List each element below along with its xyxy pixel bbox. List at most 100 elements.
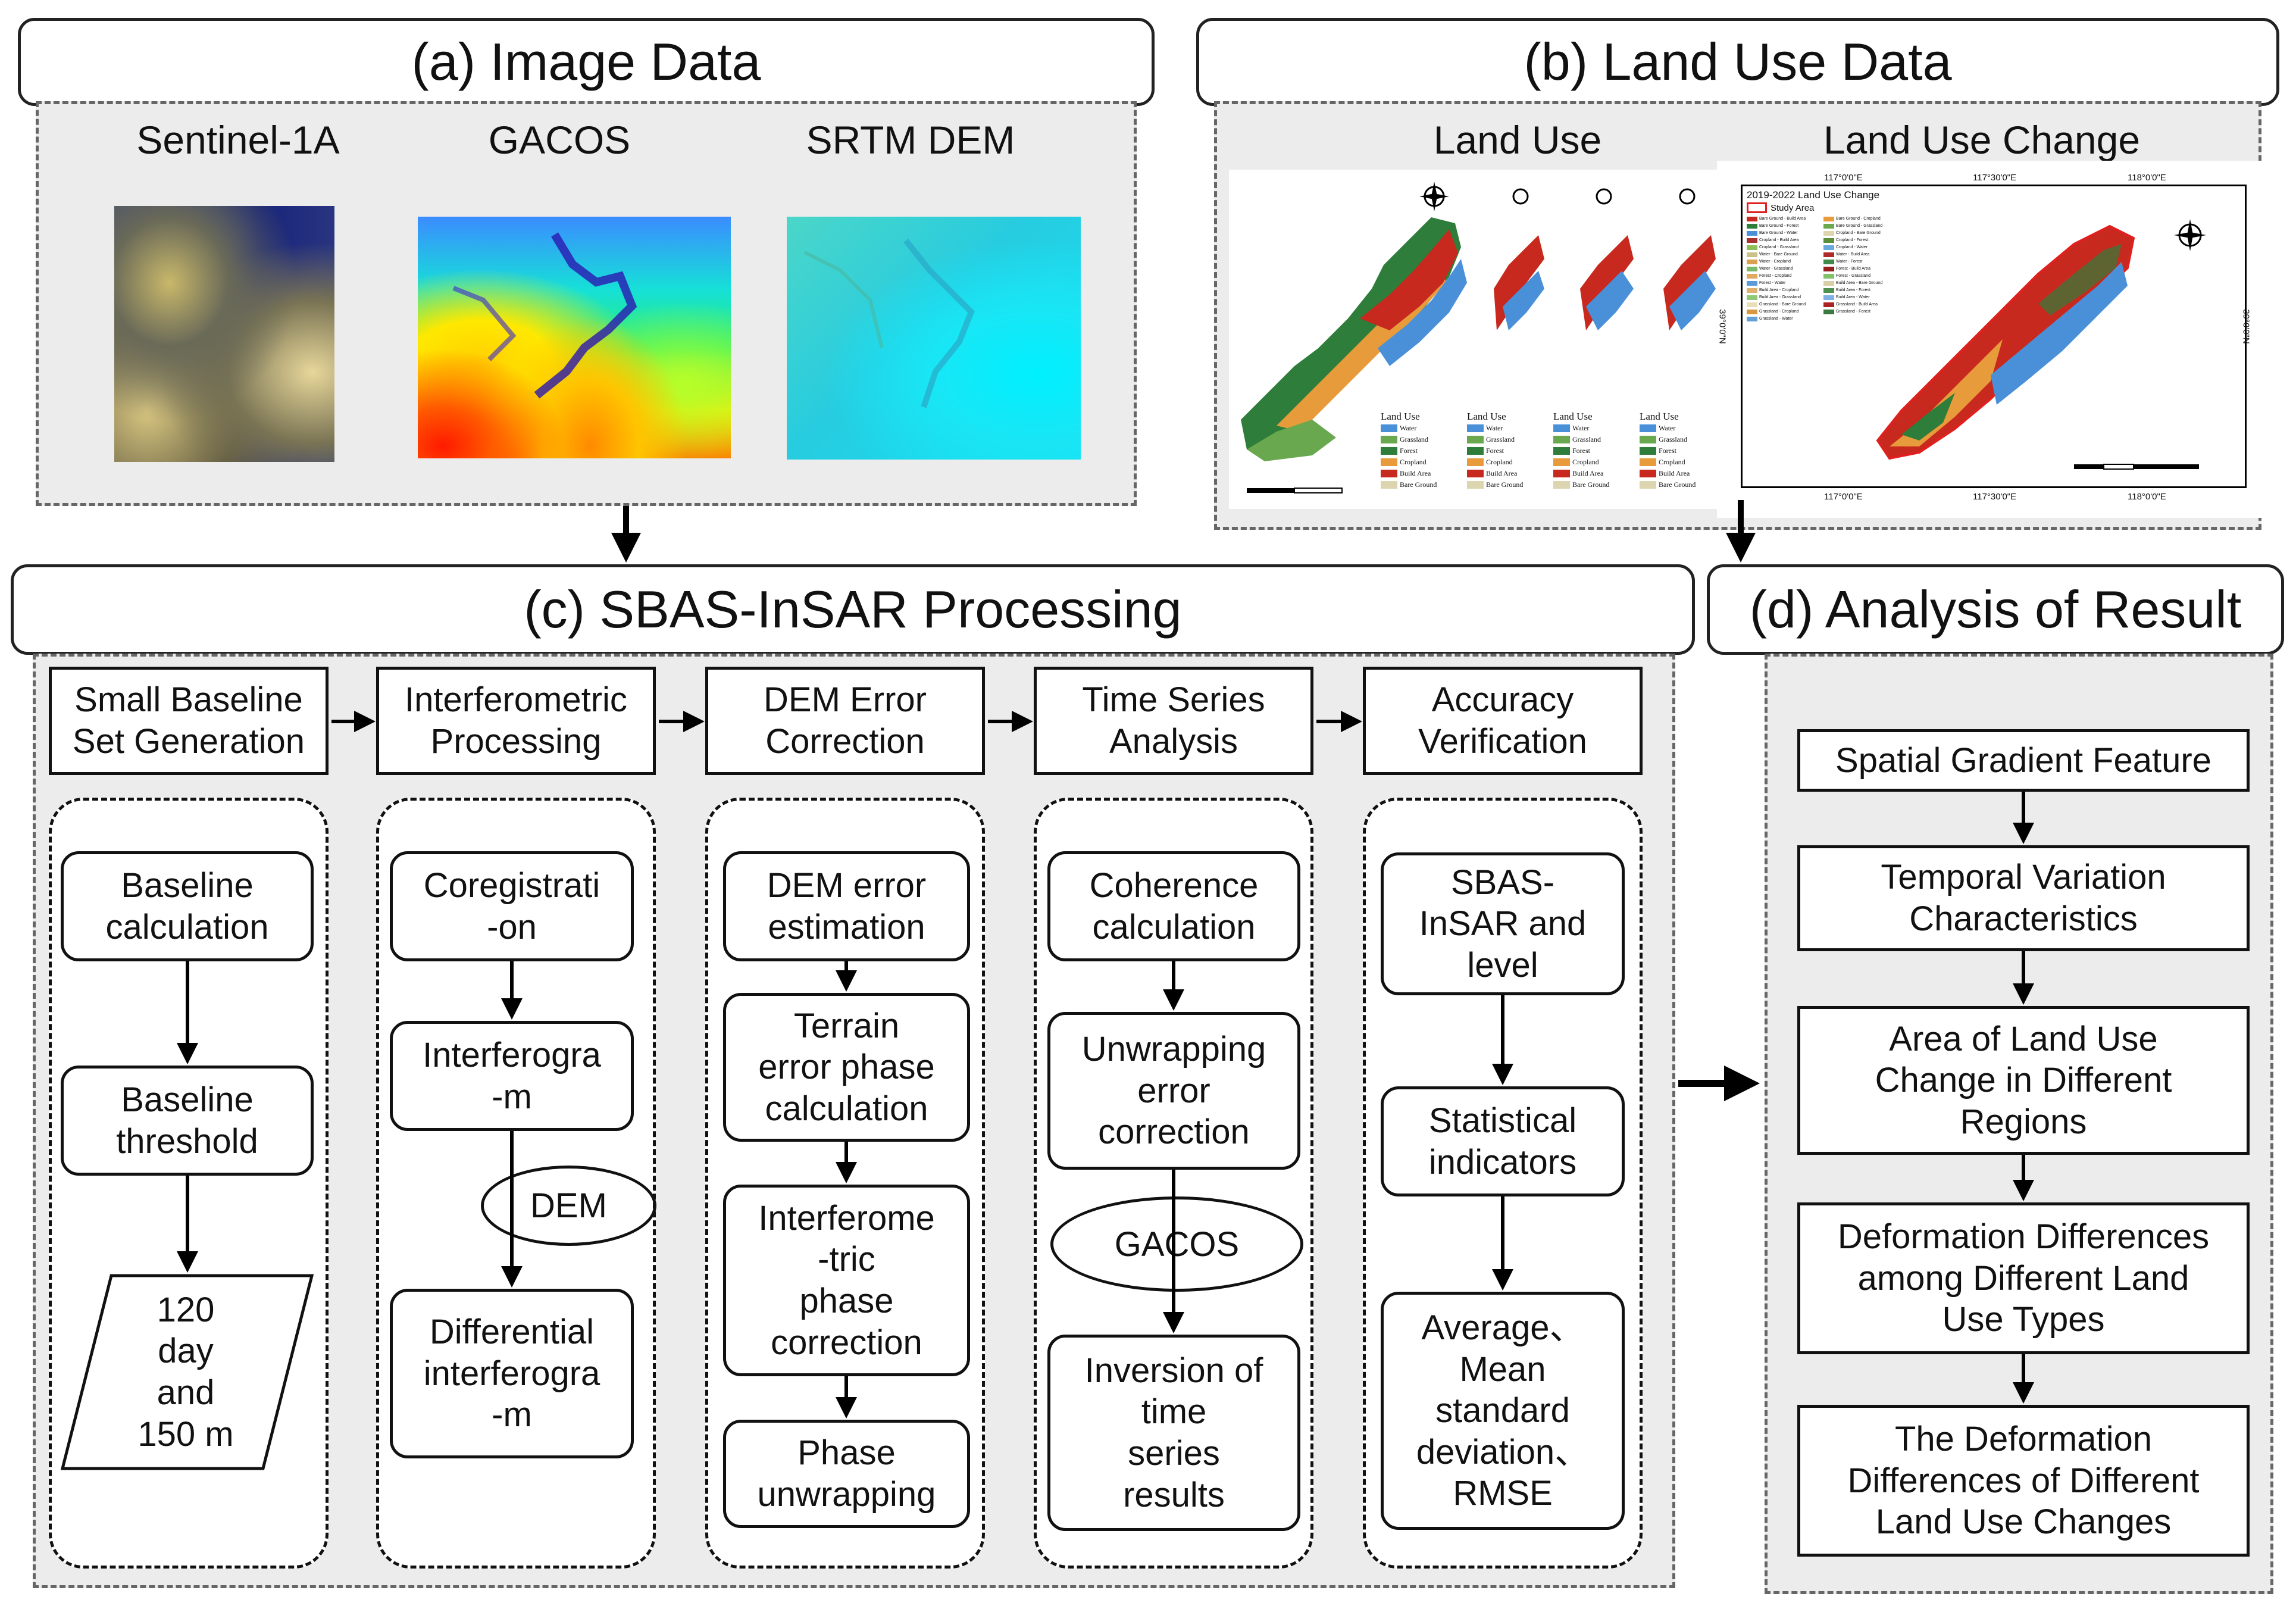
legend-item: Bare Ground — [1640, 479, 1717, 490]
change-legend-label: Water - Bare Ground — [1759, 252, 1798, 257]
gacos-input-ellipse: GACOS — [1050, 1196, 1303, 1292]
change-legend-item: Cropland - Bare Ground — [1823, 230, 1895, 237]
legend-label: Build Area — [1400, 469, 1431, 477]
step-inversion-time-series: Inversion of time series results — [1047, 1335, 1300, 1531]
header-interferometric: Interferometric Processing — [376, 667, 656, 775]
change-legend-swatch — [1823, 245, 1834, 250]
change-legend-label: Bare Ground - Cropland — [1836, 217, 1881, 221]
legend-item: Forest — [1467, 445, 1550, 457]
change-legend-item: Grassland - Build Area — [1823, 301, 1895, 308]
parallelogram-shape — [61, 1274, 314, 1470]
change-map-frame — [1741, 185, 2247, 488]
panel-a-title: (a) Image Data — [18, 18, 1155, 106]
legend-label: Grassland — [1400, 435, 1428, 443]
change-legend-label: Build Area - Bare Ground — [1836, 281, 1883, 285]
step-coherence-calculation: Coherence calculation — [1047, 851, 1300, 961]
legend-item: Cropland — [1381, 457, 1464, 468]
compass-icon-small — [1512, 188, 1696, 205]
legend-swatch — [1467, 458, 1484, 466]
change-legend-swatch — [1823, 217, 1834, 221]
legend-label: Bare Ground — [1400, 480, 1437, 489]
legend-item: Water — [1553, 423, 1637, 434]
legend-item: Build Area — [1640, 468, 1717, 479]
change-legend-item: Bare Ground - Grassland — [1823, 223, 1895, 230]
change-legend-item: Cropland - Forest — [1823, 237, 1895, 244]
result-temporal-variation: Temporal Variation Characteristics — [1797, 845, 2250, 951]
gacos-map — [418, 217, 731, 458]
change-legend-item: Build Area - Bare Ground — [1823, 280, 1895, 287]
legend-item: Bare Ground — [1553, 479, 1637, 490]
legend-label: Cropland — [1572, 458, 1599, 466]
change-legend-swatch — [1823, 252, 1834, 257]
land-use-change-label: Land Use Change — [1823, 118, 2141, 162]
change-legend-swatch — [1747, 267, 1757, 271]
legend-item: Forest — [1553, 445, 1637, 457]
change-legend-swatch — [1823, 267, 1834, 271]
legend-swatch — [1640, 458, 1656, 466]
change-legend-label: Cropland - Build Area — [1759, 238, 1799, 242]
panel-d-title: (d) Analysis of Result — [1707, 564, 2284, 655]
compass-icon — [1419, 182, 1449, 211]
lon-tick-1: 117°0'0"E — [1824, 173, 1863, 183]
step-accuracy-metrics: Average、 Mean standard deviation、 RMSE — [1381, 1292, 1625, 1530]
change-legend-swatch — [1823, 288, 1834, 293]
legend-label: Water — [1572, 424, 1590, 432]
legend-label: Forest — [1659, 446, 1676, 455]
legend-title: Land Use — [1381, 411, 1420, 422]
lon-tick-2: 117°30'0"E — [1973, 173, 2017, 183]
change-legend-swatch — [1747, 260, 1757, 264]
change-legend-swatch — [1747, 302, 1757, 307]
legend-label: Grassland — [1572, 435, 1601, 443]
header-dem-error: DEM Error Correction — [705, 667, 985, 775]
legend-swatch — [1467, 481, 1484, 489]
change-legend-item: Bare Ground - Build Area — [1747, 215, 1819, 223]
change-legend-swatch — [1747, 288, 1757, 293]
change-legend-swatch — [1747, 217, 1757, 221]
change-legend-item: Cropland - Build Area — [1747, 237, 1819, 244]
legend-swatch — [1640, 481, 1656, 489]
change-legend-item: Bare Ground - Forest — [1747, 223, 1819, 230]
change-legend-label: Bare Ground - Water — [1759, 231, 1798, 235]
change-legend-label: Water - Build Area — [1836, 252, 1870, 257]
change-legend-item: Build Area - Water — [1823, 294, 1895, 301]
legend-swatch — [1381, 436, 1397, 443]
land-use-label: Land Use — [1433, 118, 1602, 162]
legend-item: Forest — [1381, 445, 1464, 457]
result-deformation-land-use-types: Deformation Differences among Different … — [1797, 1202, 2250, 1354]
legend-label: Build Area — [1486, 469, 1518, 477]
legend-swatch — [1381, 424, 1397, 432]
legend-swatch — [1553, 424, 1570, 432]
legend-swatch — [1467, 447, 1484, 455]
change-legend-item: Water - Build Area — [1823, 251, 1895, 258]
study-area-legend: Study Area — [1747, 202, 1814, 213]
legend-swatch — [1640, 470, 1656, 477]
change-legend-label: Cropland - Water — [1836, 245, 1868, 249]
legend-item: Grassland — [1553, 434, 1637, 445]
panel-b-title: (b) Land Use Data — [1196, 18, 2279, 106]
header-accuracy: Accuracy Verification — [1363, 667, 1643, 775]
change-legend-item: Grassland - Bare Ground — [1747, 301, 1819, 308]
legend-label: Build Area — [1572, 469, 1604, 477]
step-interferometric-phase-correction: Interferome -tric phase correction — [723, 1185, 970, 1376]
change-legend-swatch — [1823, 274, 1834, 279]
legend-item: Cropland — [1553, 457, 1637, 468]
change-map-graphic — [1876, 219, 2206, 470]
change-legend-item: Water - Bare Ground — [1747, 251, 1819, 258]
step-unwrapping-error-correction: Unwrapping error correction — [1047, 1012, 1300, 1170]
legend-swatch — [1640, 447, 1656, 455]
change-legend-label: Grassland - Build Area — [1836, 302, 1878, 307]
change-legend-item: Build Area - Cropland — [1747, 287, 1819, 294]
legend-label: Grassland — [1659, 435, 1687, 443]
step-interferogram: Interferogra -m — [390, 1021, 634, 1131]
lon-tick-bottom-2: 117°30'0"E — [1973, 492, 2017, 502]
dem-map — [787, 217, 1081, 460]
change-legend-item: Grassland - Cropland — [1747, 308, 1819, 315]
legend-item: Cropland — [1640, 457, 1717, 468]
change-legend-item: Build Area - Grassland — [1747, 294, 1819, 301]
step-baseline-calculation: Baseline calculation — [61, 851, 314, 961]
